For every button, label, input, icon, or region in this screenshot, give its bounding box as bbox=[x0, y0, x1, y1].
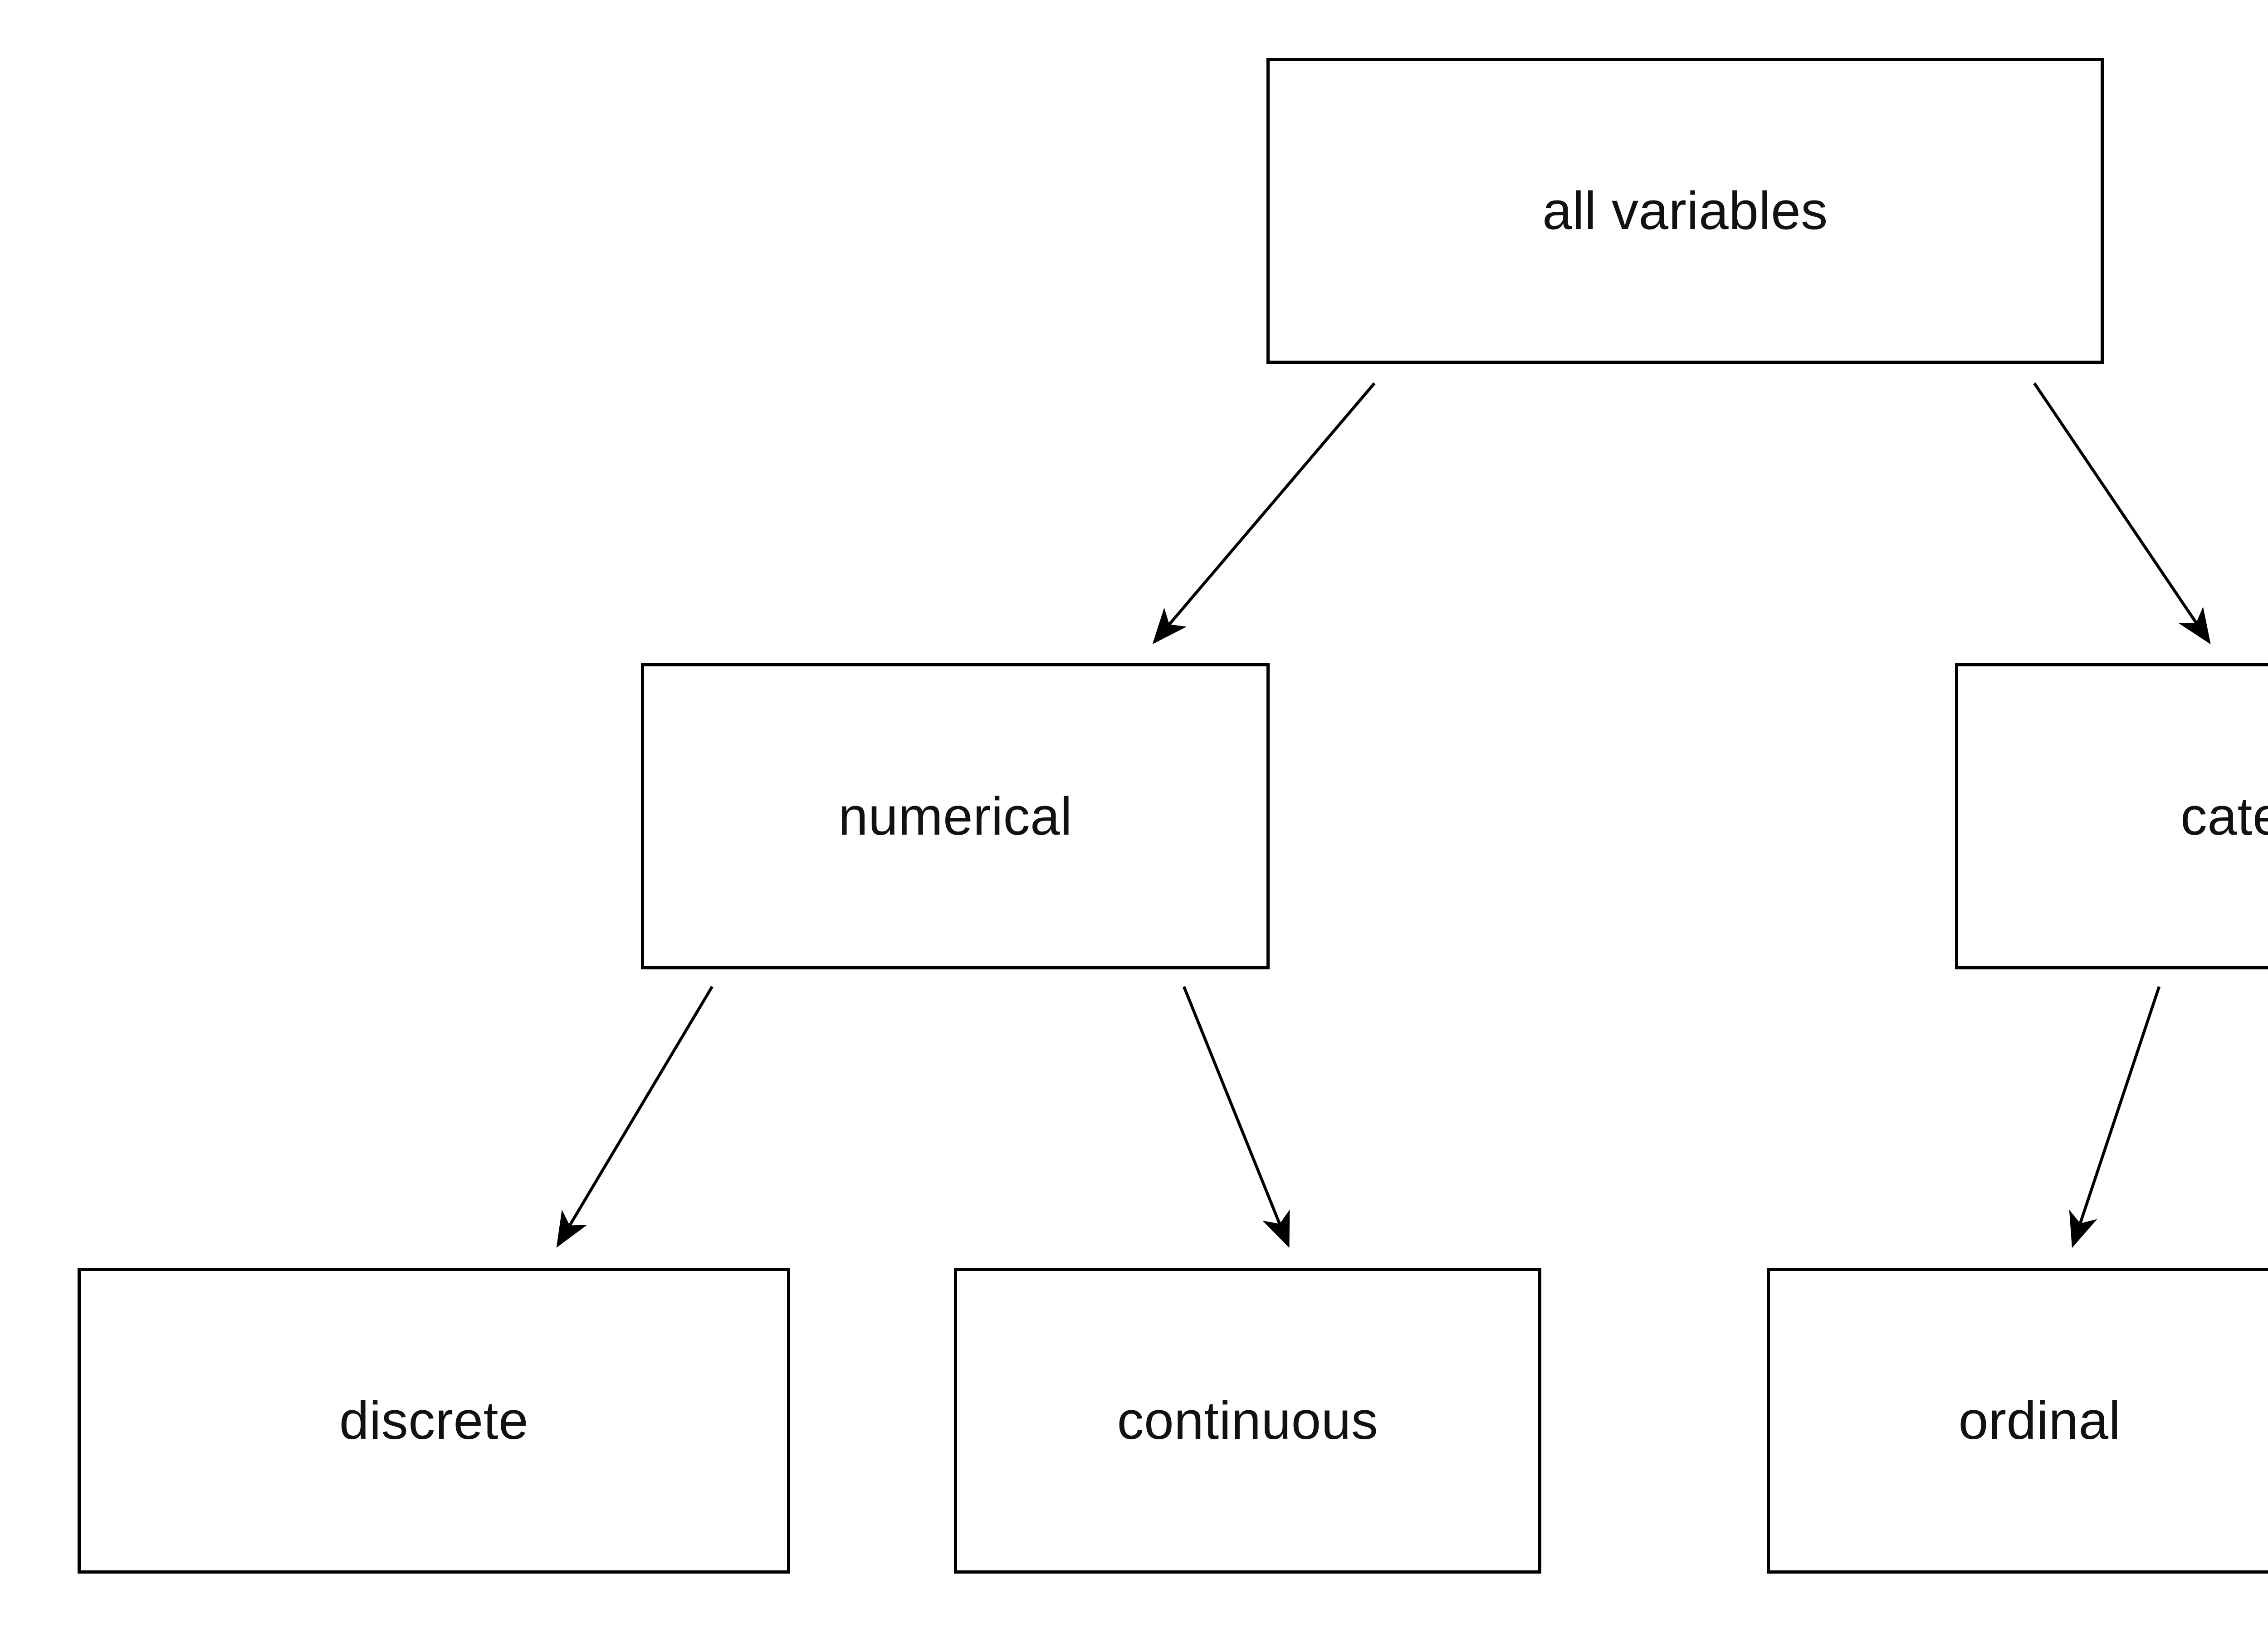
node-all-variables[interactable]: all variables bbox=[1266, 58, 2104, 364]
node-label-categorical: categorical bbox=[2180, 786, 2268, 846]
node-discrete[interactable]: discrete bbox=[78, 1268, 790, 1574]
node-label-continuous: continuous bbox=[1117, 1391, 1378, 1451]
node-label-all-variables: all variables bbox=[1542, 181, 1828, 241]
node-categorical[interactable]: categorical bbox=[1955, 663, 2268, 969]
node-label-numerical: numerical bbox=[838, 786, 1073, 846]
edge-numerical-to-discrete bbox=[556, 986, 714, 1248]
node-label-discrete: discrete bbox=[339, 1391, 529, 1451]
node-ordinal[interactable]: ordinal bbox=[1767, 1268, 2268, 1574]
node-continuous[interactable]: continuous bbox=[954, 1268, 1541, 1574]
edge-categorical-to-ordinal bbox=[2069, 986, 2161, 1248]
node-label-ordinal: ordinal bbox=[1958, 1391, 2121, 1451]
edge-all-to-categorical bbox=[2033, 382, 2211, 645]
edge-all-to-numerical bbox=[1152, 382, 1376, 644]
edge-numerical-to-continuous bbox=[1182, 986, 1290, 1248]
node-numerical[interactable]: numerical bbox=[641, 663, 1270, 969]
